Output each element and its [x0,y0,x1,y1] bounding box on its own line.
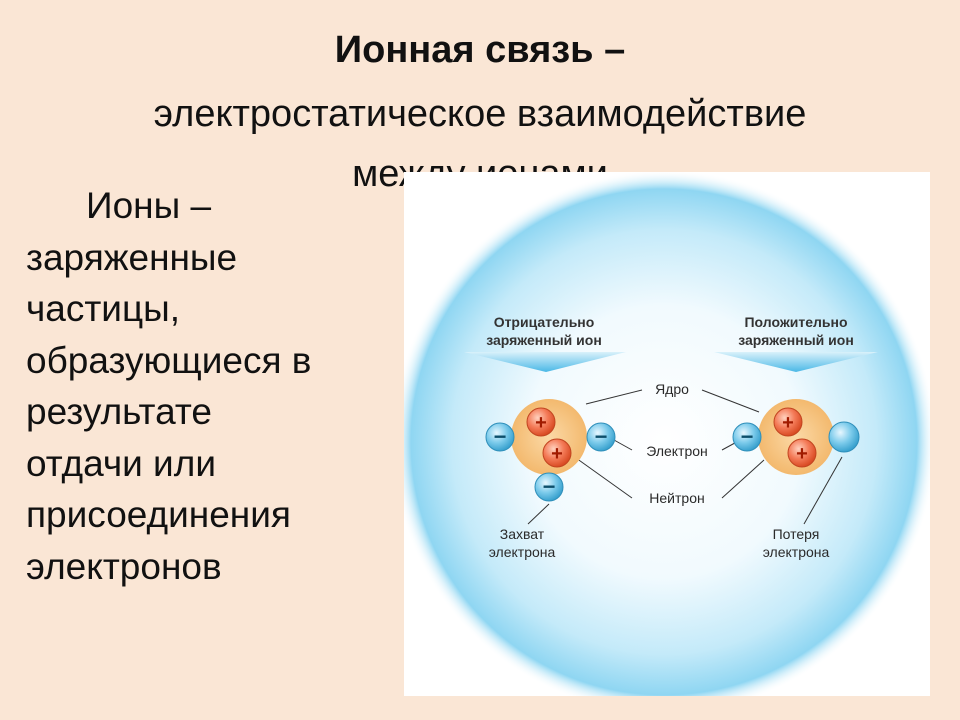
subtitle-line: электростатическое взаимодействие [153,93,807,135]
electron-icon [586,422,616,452]
proton-icon [787,438,817,468]
plus-sign: + [782,412,794,434]
ion-diagram-svg: Отрицательно заряженный ион Положительно… [404,172,930,696]
definition-line: частицы, [26,288,181,329]
lost-electron-icon [828,421,860,453]
plus-sign: + [796,443,808,465]
plus-sign: + [535,412,547,434]
definition-line: отдачи или [26,442,216,484]
loss-label: Потеря [773,526,820,542]
electron-icon [485,422,515,452]
neg-ion-arrow [464,352,626,372]
plus-sign: + [551,443,563,465]
nucleus-label: Ядро [655,381,689,397]
proton-icon [542,438,572,468]
pos-ion-header: заряженный ион [738,332,854,348]
definition-line: образующиеся в [26,339,312,381]
minus-sign: − [494,424,507,449]
capture-label: электрона [489,544,556,560]
ion-diagram: Отрицательно заряженный ион Положительно… [404,172,930,696]
definition-line: присоединения [26,494,291,535]
definition-text: Ионы – заряженные частицы, образующиеся … [26,180,406,592]
pos-ion-header: Положительно [744,314,847,330]
minus-sign: − [595,424,608,449]
slide-title: Ионная связь – [334,29,626,71]
captured-electron-icon [534,472,564,502]
definition-line: электронов [26,545,222,587]
definition-line: результате [26,391,212,432]
neg-ion-header: заряженный ион [486,332,602,348]
neg-ion-header: Отрицательно [494,314,595,330]
minus-sign: − [741,424,754,449]
proton-icon [773,407,803,437]
neutron-label: Нейтрон [649,490,704,506]
glow-sphere [404,172,930,696]
electron-label: Электрон [646,443,708,459]
capture-label: Захват [500,526,545,542]
pos-ion-arrow [714,352,878,372]
definition-line: заряженные [26,236,238,278]
definition-line: Ионы – [86,185,212,226]
electron-icon [732,422,762,452]
minus-sign: − [543,474,556,499]
proton-icon [526,407,556,437]
loss-label: электрона [763,544,830,560]
